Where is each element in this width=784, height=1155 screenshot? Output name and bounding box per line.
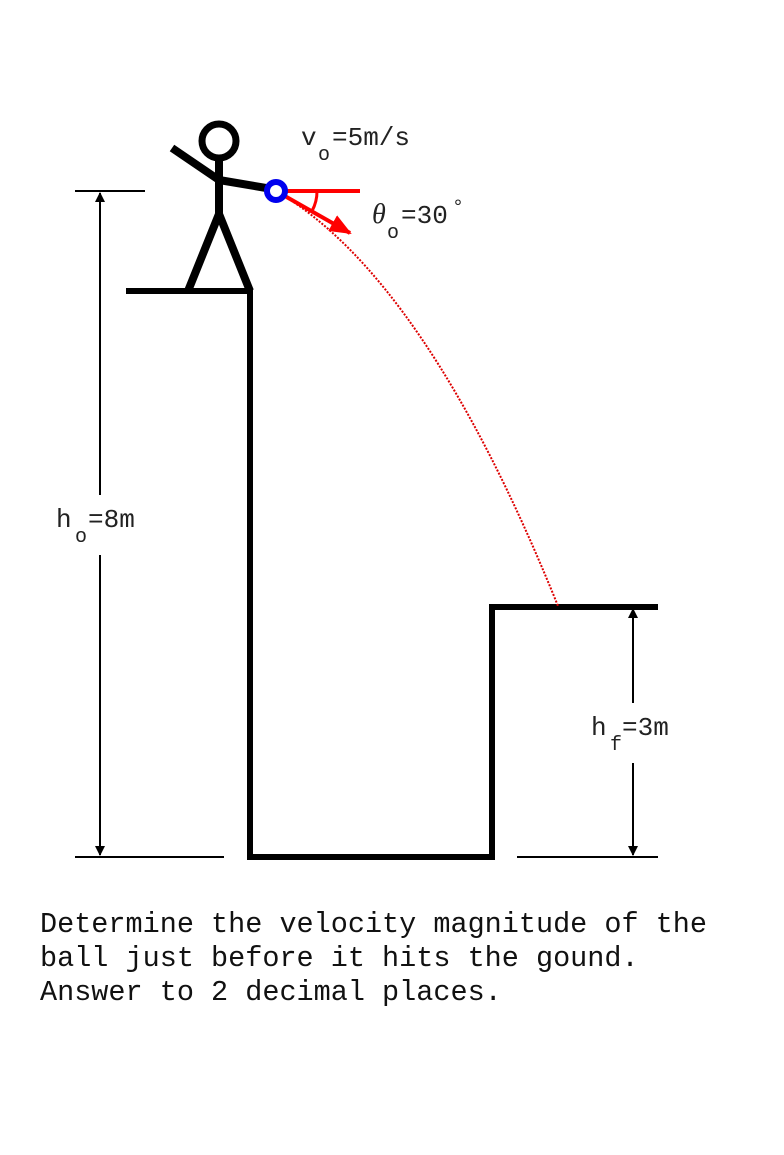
angle-arc <box>310 190 319 212</box>
h0-value: =8m <box>88 505 135 535</box>
head <box>198 120 240 162</box>
hf-value: =3m <box>622 713 669 743</box>
question-line: ball just before it hits the gound. <box>40 942 639 975</box>
trajectory <box>275 190 559 607</box>
theta-value: =30 <box>401 201 448 231</box>
terrain <box>126 288 658 860</box>
question-text: Determine the velocity magnitude of the … <box>40 908 707 1009</box>
ball <box>264 179 288 203</box>
h0-symbol: h <box>56 505 72 535</box>
h0-subscript: o <box>75 526 87 549</box>
dimension-hf <box>517 608 658 858</box>
stick-figure <box>169 120 273 293</box>
h0-label: h o =8m <box>56 505 135 549</box>
left-cliff <box>126 288 658 860</box>
dimension-h0 <box>75 190 224 858</box>
hf-subscript: f <box>610 734 622 757</box>
velocity-vector <box>275 189 360 235</box>
degree-symbol: ° <box>452 197 464 220</box>
theta-subscript: o <box>387 222 399 245</box>
theta0-label: θ o =30 ° <box>372 197 464 245</box>
theta-symbol: θ <box>372 199 386 230</box>
v0-label: v o =5m/s <box>301 123 410 167</box>
hf-label: h f =3m <box>591 713 669 757</box>
v0-subscript: o <box>318 144 330 167</box>
v0-value: =5m/s <box>332 123 410 153</box>
hf-symbol: h <box>591 713 607 743</box>
v0-symbol: v <box>301 123 317 153</box>
question-line: Determine the velocity magnitude of the <box>40 908 707 941</box>
question-line: Answer to 2 decimal places. <box>40 976 502 1009</box>
